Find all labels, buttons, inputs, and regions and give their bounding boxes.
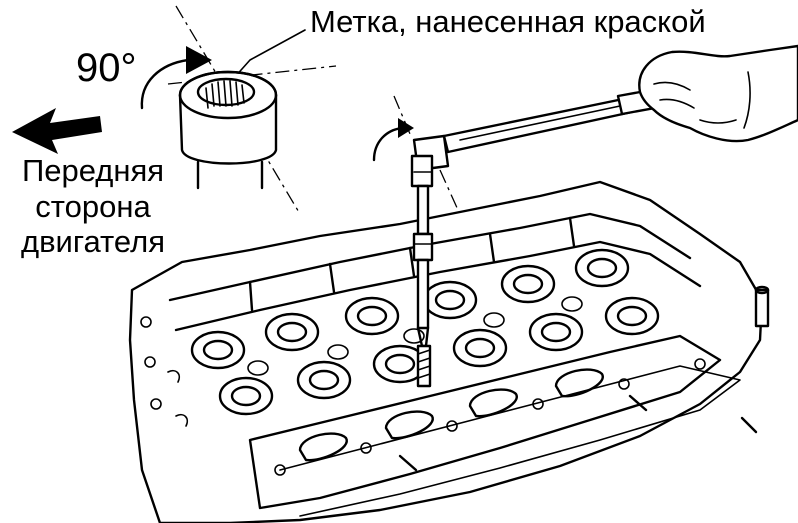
engine-front-label-line2: сторона xyxy=(35,188,151,224)
rotation-angle-label: 90° xyxy=(76,46,137,90)
torque-wrench xyxy=(442,86,668,154)
head-bolt xyxy=(416,344,432,388)
engine-front-label-line1: Передняя xyxy=(21,153,165,188)
wrench-socket-extension xyxy=(410,134,450,348)
paint-mark-label: Метка, нанесенная краской xyxy=(310,4,706,39)
hand-icon xyxy=(638,44,798,143)
wrench-rotation-arrow xyxy=(372,118,414,162)
socket-cylinder xyxy=(178,70,278,190)
engine-front-label-line3: двигателя xyxy=(21,224,165,260)
rotation-90-arrow xyxy=(140,46,212,110)
front-direction-arrow xyxy=(12,108,102,154)
engine-front-label: Передняя сторона двигателя xyxy=(4,153,182,260)
cylinder-head xyxy=(128,180,770,523)
